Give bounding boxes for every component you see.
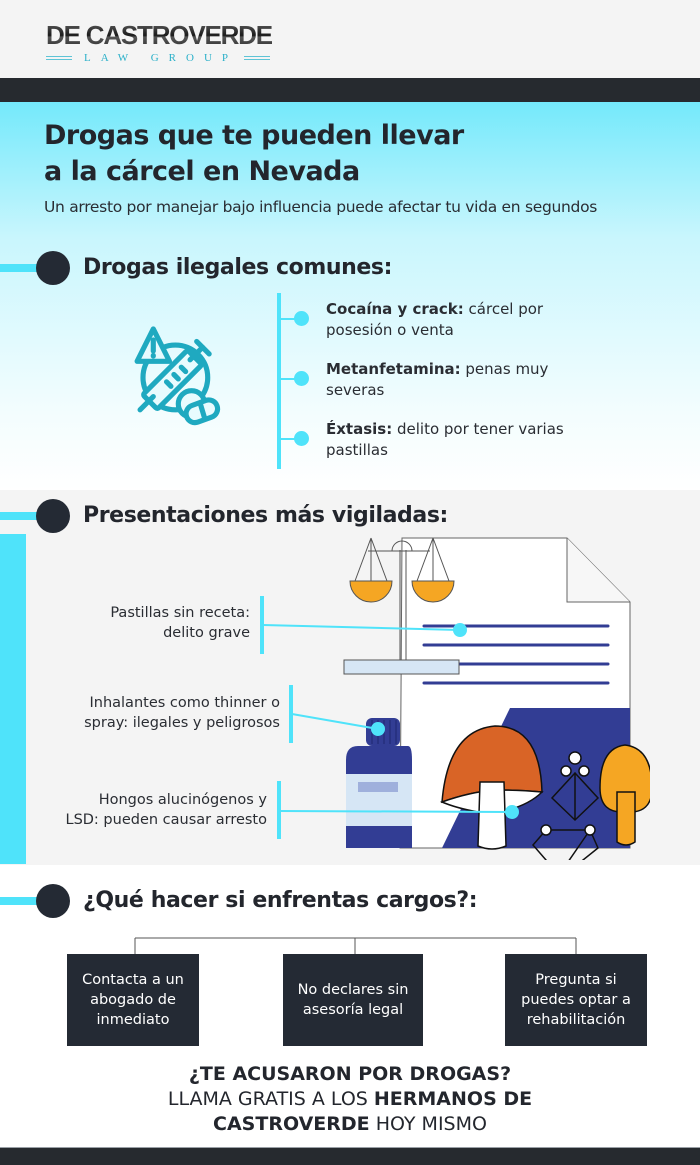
callout-bar-inhalants — [289, 685, 293, 743]
item-desc: cárcel por posesión o venta — [326, 300, 544, 339]
logo-subtitle: LAW GROUP — [84, 52, 239, 64]
callout-line: Inhalantes como thinner o — [89, 695, 280, 711]
callout-bar-pills — [260, 596, 264, 654]
site-header: DE CASTROVERDE LAW GROUP — [0, 0, 700, 78]
cta-text: HOY MISMO — [369, 1113, 487, 1135]
callout-pills: Pastillas sin receta: delito grave — [60, 603, 250, 643]
timeline-tick — [277, 318, 301, 320]
logo-rule-right — [244, 56, 271, 60]
logo-rule-left — [46, 56, 72, 60]
callout-bar-mushrooms — [277, 781, 281, 839]
page-subtitle: Un arresto por manejar bajo influencia p… — [44, 198, 598, 216]
callout-inhalants: Inhalantes como thinner o spray: ilegale… — [40, 693, 280, 733]
timeline-text: Éxtasis: delito por tener varias pastill… — [326, 419, 586, 461]
item-desc: penas muy severas — [326, 360, 549, 399]
item-title: Cocaína y crack: — [326, 300, 464, 318]
top-dark-bar — [0, 78, 700, 102]
callout-line: spray: ilegales y peligrosos — [84, 715, 280, 731]
timeline-text: Metanfetamina: penas muy severas — [326, 359, 586, 401]
heading-bullet — [36, 499, 70, 533]
timeline-tick — [277, 378, 301, 380]
title-line-1: Drogas que te pueden llevar — [44, 120, 464, 151]
section-heading-illegal-drugs: Drogas ilegales comunes: — [0, 250, 700, 286]
cta-text: LLAMA GRATIS A LOS — [167, 1088, 374, 1110]
timeline-line — [277, 293, 281, 469]
timeline-node — [294, 431, 309, 446]
item-desc: delito por tener varias pastillas — [326, 420, 564, 459]
logo-tagline: LAW GROUP — [46, 52, 271, 64]
section-heading-label: Drogas ilegales comunes: — [83, 255, 393, 280]
step-text: Contacta a un abogado de inmediato — [82, 972, 184, 1028]
page-title: Drogas que te pueden llevar a la cárcel … — [44, 118, 464, 190]
timeline-tick — [277, 438, 301, 440]
step-text: Pregunta si puedes optar a rehabilitació… — [521, 972, 631, 1028]
cta-firm-name: HERMANOS DE — [373, 1088, 533, 1110]
step-text: No declares sin asesoría legal — [297, 982, 409, 1018]
timeline-node — [294, 311, 309, 326]
heading-connector — [0, 512, 40, 520]
callout-line: delito grave — [163, 625, 250, 641]
heading-connector — [0, 897, 40, 905]
step-box-no-statement: No declares sin asesoría legal — [283, 954, 423, 1046]
callout-line: LSD: pueden causar arresto — [65, 812, 267, 828]
callout-mushrooms: Hongos alucinógenos y LSD: pueden causar… — [30, 790, 267, 830]
left-accent-bar — [0, 534, 26, 864]
heading-bullet — [36, 884, 70, 918]
logo-wordmark[interactable]: DE CASTROVERDE — [46, 20, 273, 50]
item-title: Éxtasis: — [326, 420, 393, 438]
item-title: Metanfetamina: — [326, 360, 461, 378]
call-to-action[interactable]: ¿TE ACUSARON POR DROGAS? LLAMA GRATIS A … — [0, 1062, 700, 1137]
step-box-rehab: Pregunta si puedes optar a rehabilitació… — [505, 954, 647, 1046]
section-heading-label: ¿Qué hacer si enfrentas cargos?: — [83, 888, 478, 913]
cta-firm-name: CASTROVERDE — [213, 1113, 370, 1135]
syringe-warning-pills-icon — [134, 326, 221, 426]
section-heading-presentations: Presentaciones más vigiladas: — [0, 498, 700, 534]
callout-line: Hongos alucinógenos y — [98, 792, 267, 808]
callout-line: Pastillas sin receta: — [110, 605, 250, 621]
title-line-2: a la cárcel en Nevada — [44, 156, 360, 187]
cta-question: ¿TE ACUSARON POR DROGAS? — [188, 1063, 512, 1085]
section-heading-charges: ¿Qué hacer si enfrentas cargos?: — [0, 883, 700, 919]
heading-connector — [0, 264, 40, 272]
legal-document-scale-bottle-mushrooms-icon — [343, 537, 650, 860]
heading-bullet — [36, 251, 70, 285]
timeline-text: Cocaína y crack: cárcel por posesión o v… — [326, 299, 586, 341]
bottom-dark-bar — [0, 1147, 700, 1165]
section-heading-label: Presentaciones más vigiladas: — [83, 503, 448, 528]
hero-section-bg — [0, 102, 700, 490]
step-box-contact-lawyer: Contacta a un abogado de inmediato — [67, 954, 199, 1046]
timeline-node — [294, 371, 309, 386]
